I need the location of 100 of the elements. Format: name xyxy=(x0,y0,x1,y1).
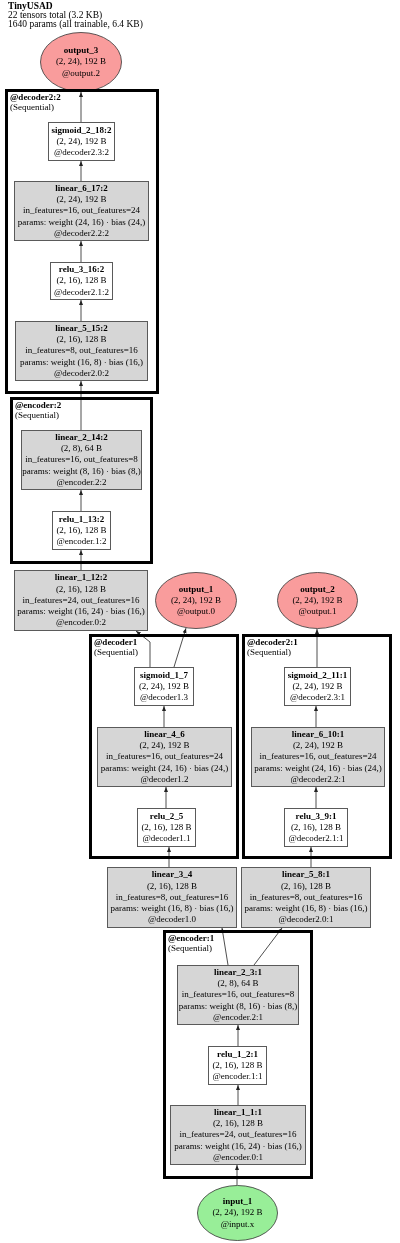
tensor-name: output_1 xyxy=(178,583,214,595)
layer-detail: @decoder2.0:1 xyxy=(278,914,334,926)
layer-detail: in_features=8, out_features=16 xyxy=(249,891,363,904)
module-name: @encoder:2 xyxy=(15,401,62,411)
layer-detail: @encoder.0:2 xyxy=(56,617,106,629)
layer-box xyxy=(107,867,237,928)
layer-detail: in_features=16, out_features=24 xyxy=(259,751,377,763)
layer-detail: (2, 24), 192 B xyxy=(292,740,344,752)
layer-detail: in_features=16, out_features=24 xyxy=(105,751,224,763)
layer-name: relu_1_13:2 xyxy=(58,513,105,525)
module-name: @decoder1 xyxy=(94,638,138,648)
layer-detail: (2, 16), 128 B xyxy=(280,880,332,892)
layer-name: linear_2_3:1 xyxy=(214,966,262,979)
layer-detail: @decoder2.2:2 xyxy=(54,227,109,240)
output-ellipse xyxy=(40,32,122,92)
layer-name: linear_1_12:2 xyxy=(54,572,108,584)
layer-detail: (2, 16), 128 B xyxy=(56,334,107,346)
output-ellipse xyxy=(155,572,237,629)
layer-name: linear_1_1:1 xyxy=(214,1106,262,1119)
layer-name: linear_2_14:2 xyxy=(55,431,108,444)
tensor-detail: (2, 24), 192 B xyxy=(292,594,343,607)
activation-box xyxy=(137,808,196,847)
summary-text: 22 tensors total (3.2 KB) xyxy=(8,11,103,21)
layer-detail: @encoder.1:1 xyxy=(212,1071,263,1083)
tensor-detail: (2, 24), 192 B xyxy=(170,594,222,607)
layer-detail: (2, 8), 64 B xyxy=(217,978,259,990)
tensor-name: output_3 xyxy=(63,45,99,57)
layer-detail: @encoder.2:1 xyxy=(213,1011,263,1024)
layer-detail: @encoder.0:1 xyxy=(213,1151,263,1164)
layer-detail: (2, 16), 128 B xyxy=(212,1118,264,1130)
activation-box xyxy=(52,511,111,550)
layer-box xyxy=(177,965,299,1025)
module-frame xyxy=(5,89,159,394)
layer-box xyxy=(14,570,148,631)
module-type: (Sequential) xyxy=(168,943,212,953)
tensor-detail: @output.0 xyxy=(176,606,215,618)
layer-detail: @decoder2.0:2 xyxy=(54,367,109,380)
activation-box xyxy=(48,122,115,161)
layer-detail: (2, 16), 128 B xyxy=(212,1059,263,1072)
output-ellipse xyxy=(277,572,358,629)
layer-name: sigmoid_2_18:2 xyxy=(51,124,112,136)
module-type: (Sequential) xyxy=(94,647,138,657)
layer-box xyxy=(15,321,148,381)
tensor-detail: @input.x xyxy=(220,1218,255,1230)
layer-detail: @decoder2.2:1 xyxy=(290,773,346,786)
layer-detail: (2, 8), 64 B xyxy=(60,443,103,455)
module-frame xyxy=(242,634,392,859)
module-frame xyxy=(10,397,153,564)
layer-detail: (2, 24), 192 B xyxy=(139,740,190,752)
layer-name: relu_1_2:1 xyxy=(217,1048,258,1060)
layer-detail: (2, 24), 192 B xyxy=(292,680,343,693)
tensor-detail: @output.1 xyxy=(298,606,337,618)
activation-box xyxy=(284,808,348,847)
layer-name: linear_5_8:1 xyxy=(282,869,330,881)
layer-detail: @decoder2.1:2 xyxy=(54,286,109,298)
layer-detail: params: weight (24, 16) · bias (24,) xyxy=(254,762,382,774)
layer-detail: (2, 16), 128 B xyxy=(56,275,107,287)
activation-box xyxy=(208,1046,267,1085)
layer-box xyxy=(241,867,371,928)
layer-detail: in_features=16, out_features=24 xyxy=(22,205,141,217)
layer-detail: @decoder2.1:1 xyxy=(288,833,344,845)
layer-name: relu_3_16:2 xyxy=(58,264,105,276)
tensor-detail: @output.2 xyxy=(61,67,100,79)
layer-detail: (2, 16), 128 B xyxy=(141,821,192,834)
layer-name: linear_6_17:2 xyxy=(55,182,108,195)
layer-detail: in_features=24, out_features=16 xyxy=(22,594,140,607)
layer-detail: in_features=24, out_features=16 xyxy=(179,1129,297,1141)
layer-detail: params: weight (16, 8) · bias (16,) xyxy=(110,903,234,915)
layer-detail: (2, 16), 128 B xyxy=(55,583,107,595)
layer-detail: @decoder1.0 xyxy=(148,914,196,926)
layer-detail: in_features=16, out_features=8 xyxy=(181,989,295,1001)
layer-detail: params: weight (24, 16) · bias (24,) xyxy=(100,762,229,774)
module-type: (Sequential) xyxy=(15,410,59,420)
input-ellipse xyxy=(197,1185,278,1241)
layer-detail: (2, 24), 192 B xyxy=(56,135,107,148)
layer-detail: (2, 24), 192 B xyxy=(56,194,107,206)
layer-detail: (2, 16), 128 B xyxy=(146,880,198,892)
layer-name: sigmoid_1_7 xyxy=(140,669,188,681)
module-name: @encoder:1 xyxy=(168,934,215,944)
layer-detail: @encoder.2:2 xyxy=(56,476,107,489)
layer-name: linear_4_6 xyxy=(144,728,185,741)
layer-name: sigmoid_2_11:1 xyxy=(287,669,348,681)
module-frame xyxy=(163,930,313,1179)
module-type: (Sequential) xyxy=(247,647,291,657)
module-name: @decoder2:2 xyxy=(10,93,61,103)
layer-detail: params: weight (8, 16) · bias (8,) xyxy=(178,1000,298,1012)
layer-detail: params: weight (16, 24) · bias (16,) xyxy=(174,1140,302,1152)
activation-box xyxy=(284,667,351,706)
layer-detail: params: weight (16, 8) · bias (16,) xyxy=(20,356,143,368)
layer-detail: in_features=16, out_features=8 xyxy=(25,454,138,466)
layer-detail: params: weight (16, 8) · bias (16,) xyxy=(244,903,368,915)
module-type: (Sequential) xyxy=(10,102,54,112)
tensor-detail: (2, 24), 192 B xyxy=(55,56,107,68)
layer-detail: @decoder1.2 xyxy=(140,773,189,786)
layer-name: linear_6_10:1 xyxy=(291,728,345,741)
tensor-name: input_1 xyxy=(222,1196,253,1208)
layer-detail: params: weight (24, 16) · bias (24,) xyxy=(17,216,146,228)
layer-box xyxy=(251,727,385,787)
layer-detail: (2, 16), 128 B xyxy=(290,821,342,834)
layer-detail: @decoder1.1 xyxy=(142,833,191,845)
